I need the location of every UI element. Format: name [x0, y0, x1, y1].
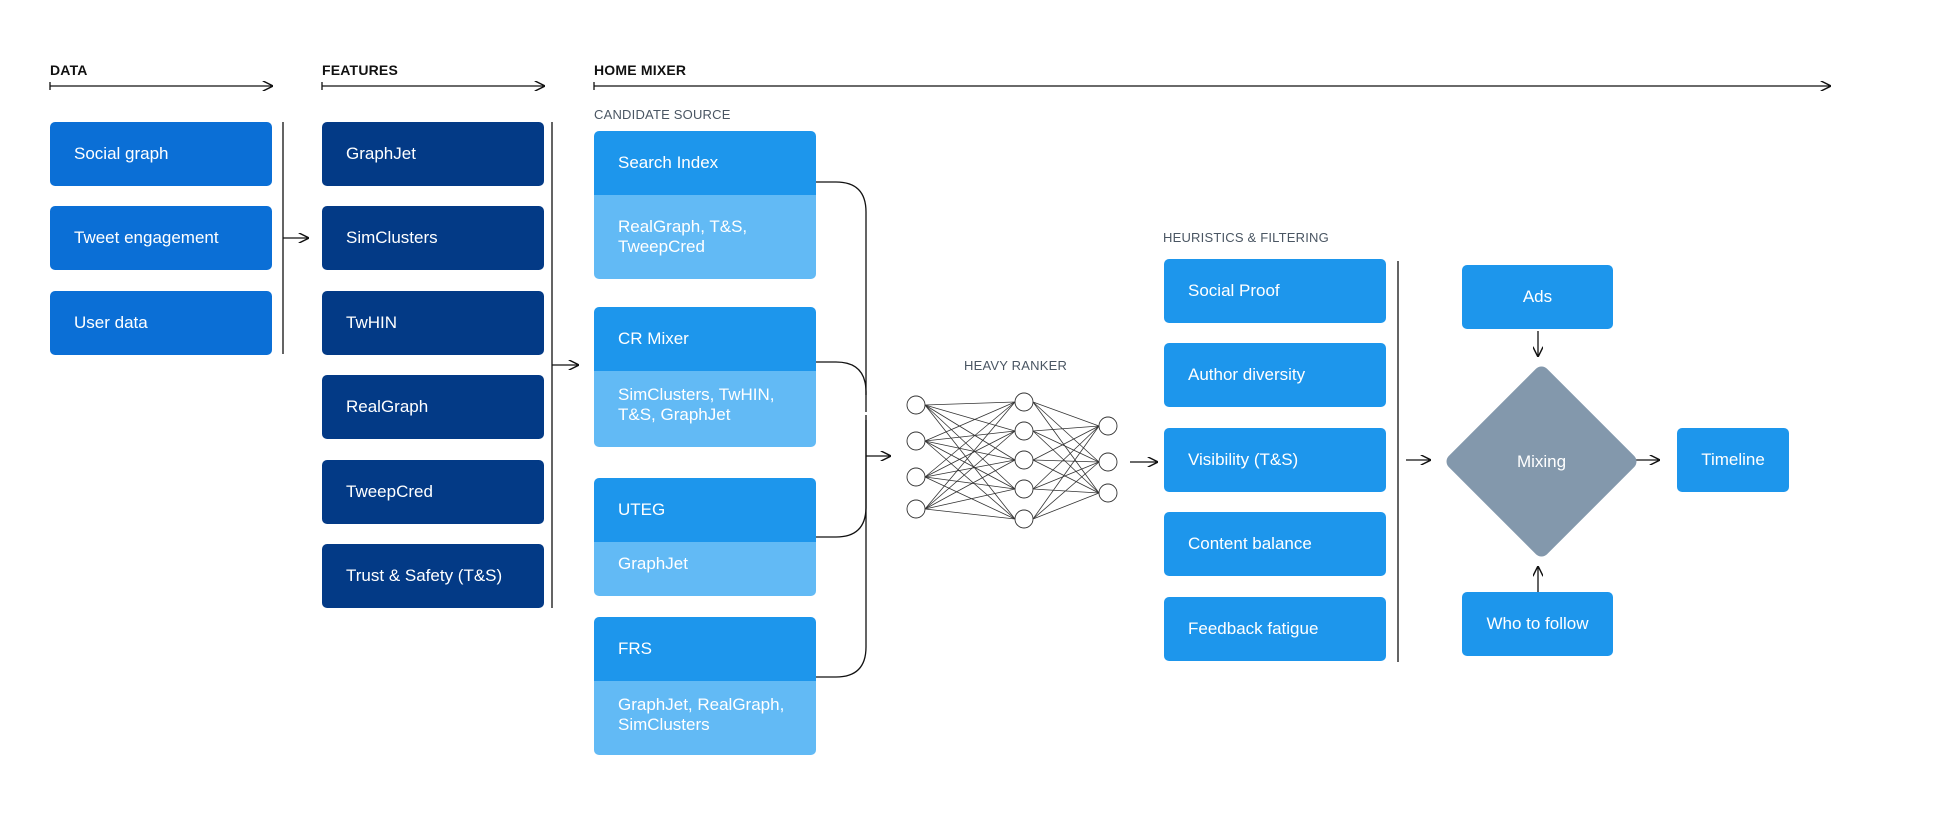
network-edge: [1032, 461, 1100, 520]
heavy-ranker-label: HEAVY RANKER: [964, 358, 1068, 373]
candidate-inputs: GraphJet, RealGraph, SimClusters: [594, 681, 816, 755]
network-edge: [924, 401, 1016, 478]
network-edge: [924, 476, 1016, 490]
feature-box-trust-safety[interactable]: Trust & Safety (T&S): [322, 544, 544, 608]
heuristic-social-proof[interactable]: Social Proof: [1164, 259, 1386, 323]
candidate-inputs: RealGraph, T&S, TweepCred: [594, 195, 816, 279]
network-node: [906, 431, 926, 451]
candidate-title: Search Index: [594, 131, 816, 195]
cr-mixer-curve: [816, 361, 867, 412]
network-edge: [924, 440, 1016, 490]
network-edge: [1032, 492, 1100, 520]
network-node: [1014, 509, 1034, 529]
heuristic-author-diversity[interactable]: Author diversity: [1164, 343, 1386, 407]
network-edge: [924, 404, 1016, 520]
feature-box-simclusters[interactable]: SimClusters: [322, 206, 544, 270]
network-node: [1098, 483, 1118, 503]
network-edge: [1032, 401, 1100, 463]
search-index-curve: [816, 181, 867, 395]
network-edge: [924, 404, 1016, 432]
candidate-inputs: GraphJet: [594, 542, 816, 596]
feature-box-twhin[interactable]: TwHIN: [322, 291, 544, 355]
feature-box-realgraph[interactable]: RealGraph: [322, 375, 544, 439]
candidate-frs[interactable]: FRS GraphJet, RealGraph, SimClusters: [594, 617, 816, 755]
frs-curve: [816, 420, 867, 678]
network-edge: [1032, 461, 1100, 490]
candidate-source-label: CANDIDATE SOURCE: [594, 107, 731, 122]
network-edge: [924, 430, 1016, 442]
network-node: [906, 499, 926, 519]
candidate-title: CR Mixer: [594, 307, 816, 371]
network-edge: [1032, 425, 1100, 461]
network-node: [906, 395, 926, 415]
network-edge: [924, 401, 1016, 406]
feature-box-graphjet[interactable]: GraphJet: [322, 122, 544, 186]
network-node: [1014, 392, 1034, 412]
network-edge: [924, 404, 1016, 461]
data-box-user-data[interactable]: User data: [50, 291, 272, 355]
network-edge: [924, 401, 1016, 442]
network-edge: [924, 440, 1016, 520]
network-edge: [1032, 425, 1100, 490]
network-edge: [924, 430, 1016, 478]
stage-label-features: FEATURES: [322, 62, 399, 78]
network-edge: [924, 459, 1016, 478]
network-node: [1098, 416, 1118, 436]
heuristic-content-balance[interactable]: Content balance: [1164, 512, 1386, 576]
network-edge: [924, 440, 1016, 461]
network-edge: [924, 508, 1016, 520]
network-edge: [1032, 430, 1100, 494]
network-edge: [924, 401, 1016, 510]
candidate-title: FRS: [594, 617, 816, 681]
network-edge: [1032, 425, 1100, 520]
heavy-ranker-network-icon: [906, 392, 1118, 529]
heuristics-label: HEURISTICS & FILTERING: [1163, 230, 1329, 245]
timeline-box[interactable]: Timeline: [1677, 428, 1789, 492]
data-box-social-graph[interactable]: Social graph: [50, 122, 272, 186]
network-edge: [924, 404, 1016, 490]
candidate-title: UTEG: [594, 478, 816, 542]
network-edge: [924, 459, 1016, 510]
heuristic-visibility[interactable]: Visibility (T&S): [1164, 428, 1386, 492]
network-node: [1014, 450, 1034, 470]
feature-box-tweepcred[interactable]: TweepCred: [322, 460, 544, 524]
network-edge: [924, 430, 1016, 510]
who-to-follow-box[interactable]: Who to follow: [1462, 592, 1613, 656]
network-edge: [1032, 459, 1100, 494]
network-edge: [924, 476, 1016, 520]
heuristic-feedback-fatigue[interactable]: Feedback fatigue: [1164, 597, 1386, 661]
candidate-inputs: SimClusters, TwHIN, T&S, GraphJet: [594, 371, 816, 447]
network-node: [1014, 421, 1034, 441]
network-node: [906, 467, 926, 487]
network-edge: [1032, 430, 1100, 463]
network-node: [1098, 452, 1118, 472]
candidate-cr-mixer[interactable]: CR Mixer SimClusters, TwHIN, T&S, GraphJ…: [594, 307, 816, 447]
ads-box[interactable]: Ads: [1462, 265, 1613, 329]
mixing-diamond[interactable]: Mixing: [1443, 363, 1640, 560]
candidate-search-index[interactable]: Search Index RealGraph, T&S, TweepCred: [594, 131, 816, 279]
mixing-label: Mixing: [1516, 451, 1567, 471]
stage-label-data: DATA: [50, 62, 88, 78]
network-edge: [1032, 401, 1100, 494]
candidate-uteg[interactable]: UTEG GraphJet: [594, 478, 816, 596]
stage-label-home-mixer: HOME MIXER: [594, 62, 687, 78]
network-edge: [924, 488, 1016, 510]
network-node: [1014, 479, 1034, 499]
network-edge: [1032, 425, 1100, 432]
network-edge: [1032, 459, 1100, 463]
network-edge: [1032, 401, 1100, 427]
uteg-curve: [816, 415, 867, 538]
data-box-tweet-engagement[interactable]: Tweet engagement: [50, 206, 272, 270]
